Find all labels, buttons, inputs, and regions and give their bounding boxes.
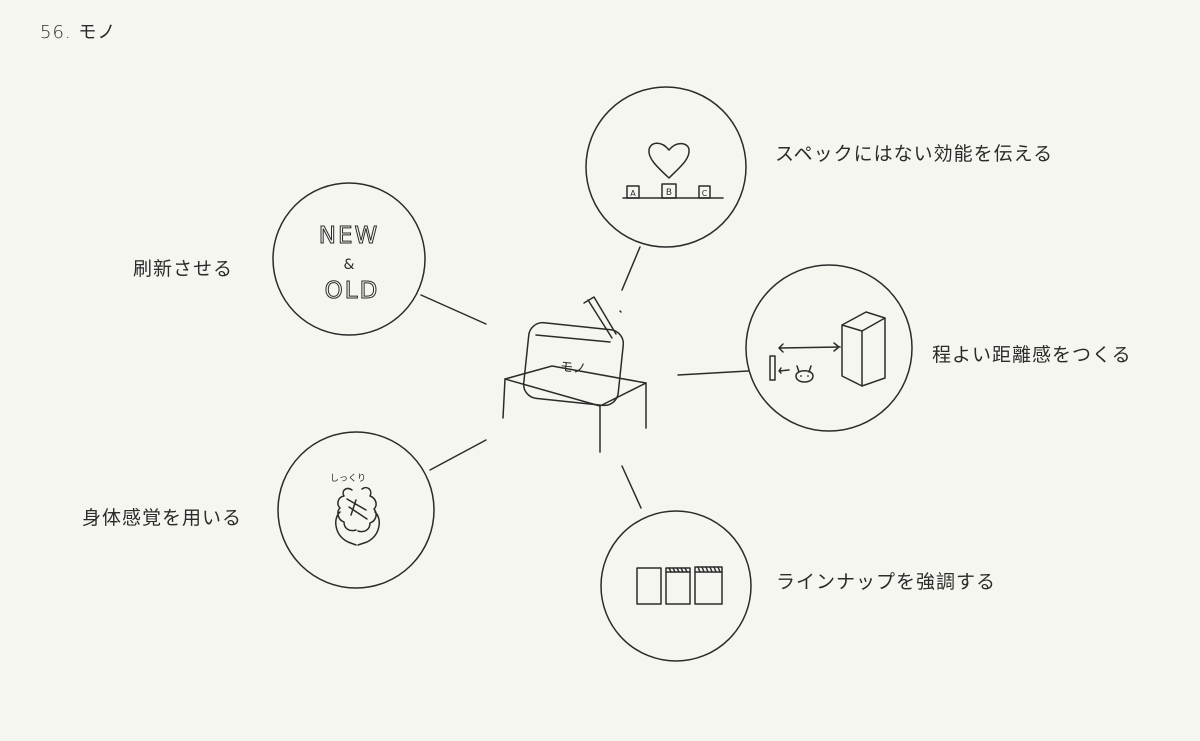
cat-eye-right bbox=[807, 375, 809, 377]
lineup-box-3 bbox=[694, 566, 723, 605]
connector-body bbox=[429, 439, 487, 471]
distance-arrow bbox=[778, 342, 841, 353]
newold-line3: OLD bbox=[325, 278, 380, 304]
center-radio-illustration: モノ bbox=[502, 296, 647, 453]
node-newold-circle bbox=[272, 182, 426, 336]
node-body: しっくり bbox=[277, 431, 435, 589]
newold-line2: & bbox=[344, 257, 355, 273]
stray-dot bbox=[619, 310, 622, 313]
box-b-letter: B bbox=[666, 188, 672, 198]
label-body: 身体感覚を用いる bbox=[82, 507, 243, 529]
node-distance bbox=[745, 264, 913, 432]
node-spec: A B C bbox=[585, 86, 747, 248]
cat-eye-left bbox=[800, 375, 802, 377]
box-c-letter: C bbox=[702, 189, 708, 198]
hands-icon bbox=[335, 486, 380, 546]
newold-line1: NEW bbox=[319, 223, 379, 249]
label-distance: 程よい距離感をつくる bbox=[932, 344, 1132, 366]
page-title: 56. モノ bbox=[40, 22, 117, 43]
node-lineup bbox=[600, 510, 752, 662]
node-spec-circle bbox=[585, 86, 747, 248]
box-b bbox=[661, 183, 677, 199]
label-lineup: ラインナップを強調する bbox=[776, 571, 997, 593]
label-spec: スペックにはない効能を伝える bbox=[775, 143, 1054, 165]
node-distance-circle bbox=[745, 264, 913, 432]
box-a bbox=[626, 185, 640, 199]
radio-body bbox=[522, 321, 625, 407]
node-newold: NEW & OLD bbox=[272, 182, 426, 336]
body-caption: しっくり bbox=[330, 473, 366, 484]
box-c bbox=[698, 185, 711, 199]
lineup-box-3-hatch bbox=[697, 566, 721, 573]
box-a-letter: A bbox=[630, 189, 636, 198]
connector-spec bbox=[621, 246, 641, 291]
cat-face-icon bbox=[795, 365, 814, 383]
connector-newold bbox=[420, 294, 487, 325]
node-lineup-circle bbox=[600, 510, 752, 662]
label-newold: 刷新させる bbox=[133, 258, 234, 280]
lineup-box-2-hatch bbox=[668, 567, 688, 573]
tall-box bbox=[841, 311, 886, 387]
radio-antenna bbox=[583, 296, 617, 339]
lineup-box-2 bbox=[665, 567, 691, 605]
lineup-box-1 bbox=[636, 567, 662, 605]
small-arrow bbox=[778, 367, 790, 374]
heart-icon bbox=[648, 142, 690, 179]
radio-label: モノ bbox=[559, 360, 586, 378]
connector-lineup bbox=[621, 465, 642, 509]
connector-distance bbox=[677, 370, 749, 376]
radio-front-inner bbox=[535, 334, 611, 343]
small-figure bbox=[769, 355, 776, 381]
node-body-circle bbox=[277, 431, 435, 589]
table-left-side bbox=[502, 378, 506, 419]
